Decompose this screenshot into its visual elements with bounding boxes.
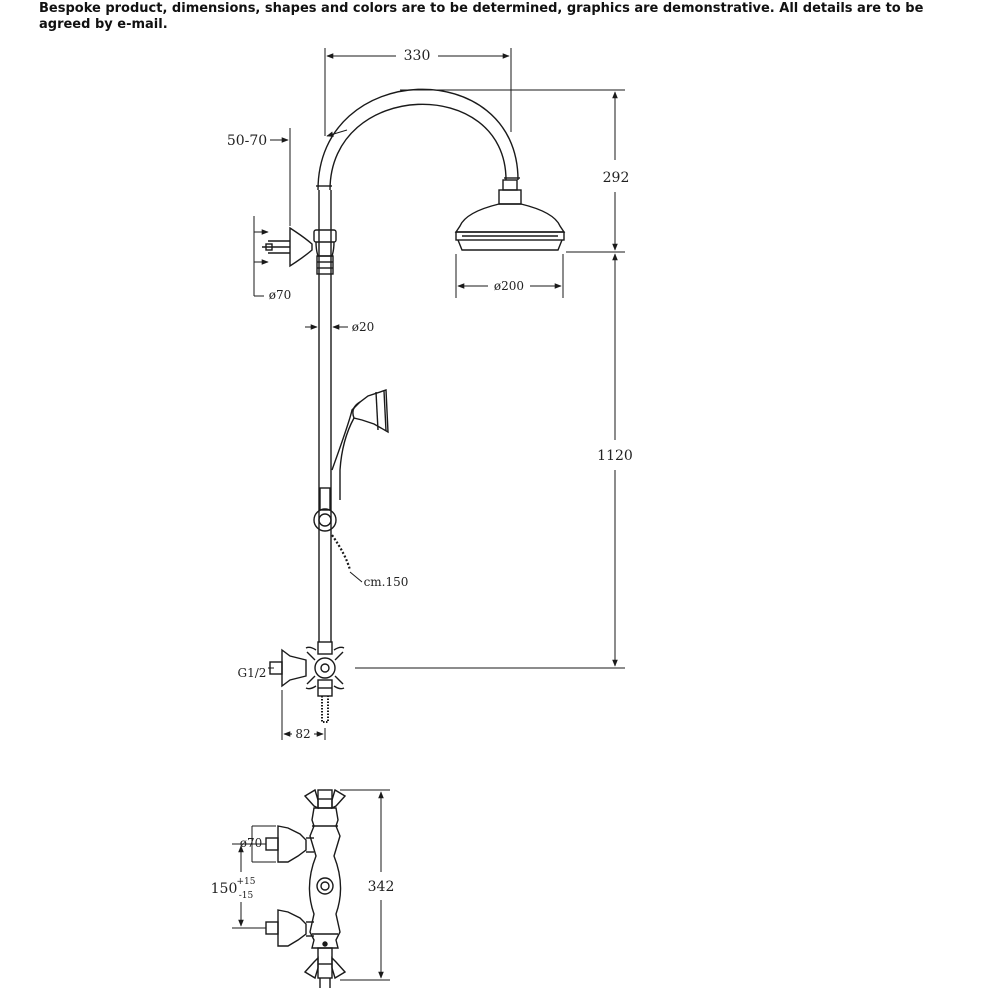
dim-arm-reach: 330 <box>404 48 431 64</box>
dimension-lines <box>253 48 625 740</box>
thermostatic-mixer <box>265 788 347 988</box>
mixer-dimension-lines <box>232 789 390 981</box>
dim-column-height: 1120 <box>597 448 633 464</box>
gooseneck-arm-inner <box>329 103 507 191</box>
mixer-body <box>308 807 342 949</box>
dim-inlet-tol-minus: -15 <box>239 891 254 901</box>
top-union <box>313 229 337 275</box>
flexible-hose <box>331 534 352 571</box>
dim-head-diameter: ø200 <box>494 279 524 293</box>
dim-valve-depth: 82 <box>295 727 310 741</box>
dim-inlet-spacing: 150 <box>211 881 238 897</box>
column-mixer <box>269 641 345 723</box>
bottom-cross-handle <box>303 947 347 988</box>
gooseneck-arm-outer <box>317 88 519 191</box>
dim-inlet-tol-plus: +15 <box>237 877 256 887</box>
hand-shower <box>331 389 389 500</box>
dim-pipe-diameter: ø20 <box>352 320 375 334</box>
dim-wall-offset: 50-70 <box>227 133 267 149</box>
upper-inlet <box>265 825 314 863</box>
dim-arm-height: 292 <box>603 170 630 186</box>
wall-bracket <box>262 226 313 268</box>
dim-mixer-flange: ø70 <box>240 836 263 850</box>
slide-holder <box>313 487 337 532</box>
dim-mixer-height: 342 <box>368 879 395 895</box>
shower-column <box>262 88 566 723</box>
lower-inlet <box>265 909 314 947</box>
dim-hose-length: cm.150 <box>364 575 409 589</box>
dim-inlet-thread: G1/2 <box>238 666 267 680</box>
top-cross-handle <box>303 788 347 810</box>
dim-bracket-diameter: ø70 <box>269 288 292 302</box>
notice-text: Bespoke product, dimensions, shapes and … <box>39 1 924 32</box>
shower-head <box>454 179 566 251</box>
